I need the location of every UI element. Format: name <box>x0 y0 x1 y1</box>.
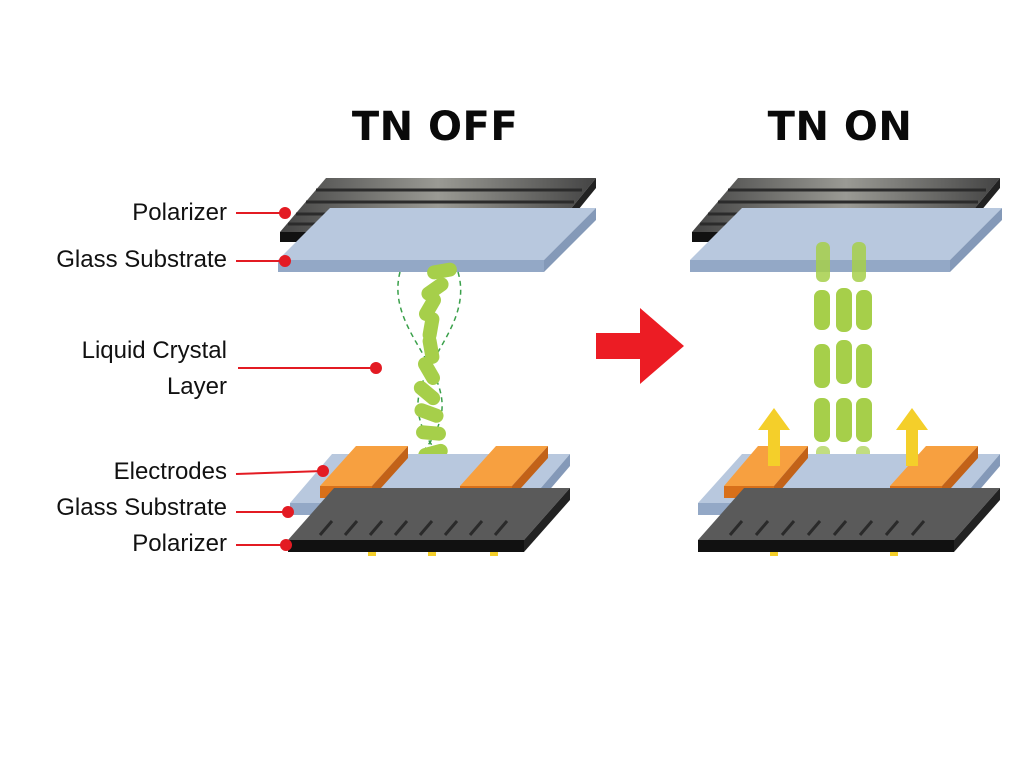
label-liquid-crystal-line1: Liquid Crystal <box>81 337 227 364</box>
label-polarizer-bottom: Polarizer <box>132 530 227 557</box>
leader-lines <box>235 207 382 551</box>
glass-substrate-top-on <box>690 208 1002 272</box>
liquid-crystal-layer-on <box>814 242 872 466</box>
glass-substrate-top-off <box>278 208 596 272</box>
polarizer-bottom-off <box>288 488 570 556</box>
label-electrodes: Electrodes <box>113 458 227 485</box>
right-arrow-icon <box>596 308 684 384</box>
label-glass-substrate-top: Glass Substrate <box>56 246 227 273</box>
title-tn-on: TN ON <box>767 104 913 150</box>
up-arrow-icon <box>758 408 928 466</box>
tn-off-stack <box>278 178 596 556</box>
label-liquid-crystal-line2: Layer <box>166 373 227 400</box>
polarizer-bottom-on <box>698 488 1000 556</box>
label-glass-substrate-bottom: Glass Substrate <box>56 494 227 521</box>
title-tn-off: TN OFF <box>351 104 519 150</box>
tn-on-stack <box>690 178 1002 556</box>
label-polarizer-top: Polarizer <box>132 199 227 226</box>
